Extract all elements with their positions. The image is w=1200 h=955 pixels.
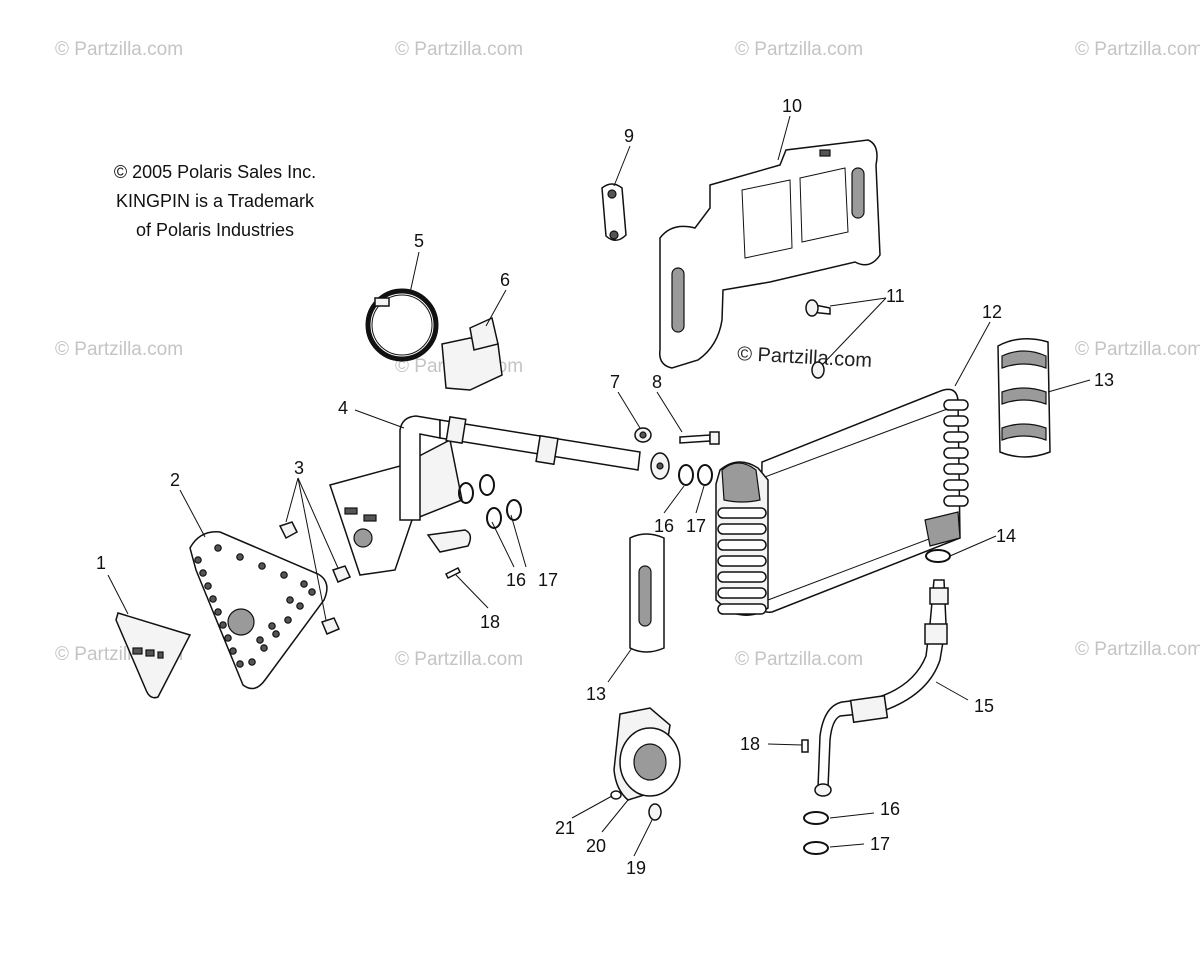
- part-10-shield: [659, 139, 881, 369]
- callout-8: 8: [652, 372, 662, 392]
- callout-17-left: 17: [538, 570, 558, 590]
- watermark: © Partzilla.com: [395, 649, 523, 670]
- watermark: © Partzilla.com: [55, 339, 183, 360]
- part-7-nut: [634, 427, 652, 443]
- watermark: © Partzilla.com: [735, 649, 863, 670]
- callout-5: 5: [414, 231, 424, 251]
- part-14-o-ring: [925, 549, 951, 563]
- part-19-nut: [648, 803, 662, 821]
- part-13-foam-pad-right: [997, 338, 1051, 458]
- callout-18-right: 18: [740, 734, 760, 754]
- watermark: © Partzilla.com: [735, 39, 863, 60]
- callout-17-mid: 17: [686, 516, 706, 536]
- trademark-owner-line: of Polaris Industries: [135, 220, 295, 240]
- callout-16-mid: 16: [654, 516, 674, 536]
- parts-16-17-o-rings: [458, 464, 829, 855]
- leader-lines: [107, 115, 1091, 857]
- callout-21: 21: [555, 818, 575, 838]
- cooler-fins-left: [717, 507, 767, 615]
- watermark: © Partzilla.com: [1075, 639, 1200, 660]
- callout-7: 7: [610, 372, 620, 392]
- callout-16-left: 16: [506, 570, 526, 590]
- callout-12: 12: [982, 302, 1002, 322]
- part-4-oil-line: [399, 415, 670, 521]
- callout-13-right: 13: [1094, 370, 1114, 390]
- part-6-cushion: [441, 316, 503, 391]
- part-18-pins: [444, 566, 809, 753]
- callout-1: 1: [96, 553, 106, 573]
- callout-4: 4: [338, 398, 348, 418]
- callout-10: 10: [782, 96, 802, 116]
- callout-9: 9: [624, 126, 634, 146]
- part-15-hose: [814, 579, 949, 797]
- part-21-clip: [610, 790, 622, 800]
- callout-20: 20: [586, 836, 606, 856]
- callout-6: 6: [500, 270, 510, 290]
- callout-19: 19: [626, 858, 646, 878]
- watermark: © Partzilla.com: [1075, 39, 1200, 60]
- part-5-clamp: [365, 288, 439, 362]
- callout-11: 11: [886, 286, 905, 306]
- part-1-badge: [115, 612, 192, 699]
- part-11-screws: [805, 299, 831, 379]
- trademark-line: KINGPIN is a Trademark: [115, 191, 315, 211]
- callout-2: 2: [170, 470, 180, 490]
- part-3-push-nuts: [278, 521, 352, 635]
- part-13-foam-pad-left: [629, 533, 665, 653]
- copyright-notice: © 2005 Polaris Sales Inc. KINGPIN is a T…: [80, 158, 350, 245]
- watermark: © Partzilla.com: [1075, 339, 1200, 360]
- watermark: © Partzilla.com: [395, 39, 523, 60]
- part-12-oil-cooler: [715, 388, 969, 616]
- callout-15: 15: [974, 696, 994, 716]
- part-2-grille: [189, 531, 328, 690]
- callout-16-right: 16: [880, 799, 900, 819]
- part-20-horn: [613, 707, 681, 801]
- callout-17-right: 17: [870, 834, 890, 854]
- watermark-center: © Partzilla.com: [737, 343, 873, 372]
- copyright-line: © 2005 Polaris Sales Inc.: [113, 162, 317, 182]
- cooler-fins-right: [943, 399, 969, 507]
- callout-14: 14: [996, 526, 1016, 546]
- part-8-bolt: [679, 431, 720, 445]
- callout-numbers: 1 2 3 4 5 6 7 8 9 10 11 12 13 13 14 15 1…: [96, 96, 1114, 878]
- callout-13-left: 13: [586, 684, 606, 704]
- callout-18-left: 18: [480, 612, 500, 632]
- part-9-strap: [601, 183, 627, 241]
- callout-3: 3: [294, 458, 304, 478]
- watermark: © Partzilla.com: [55, 39, 183, 60]
